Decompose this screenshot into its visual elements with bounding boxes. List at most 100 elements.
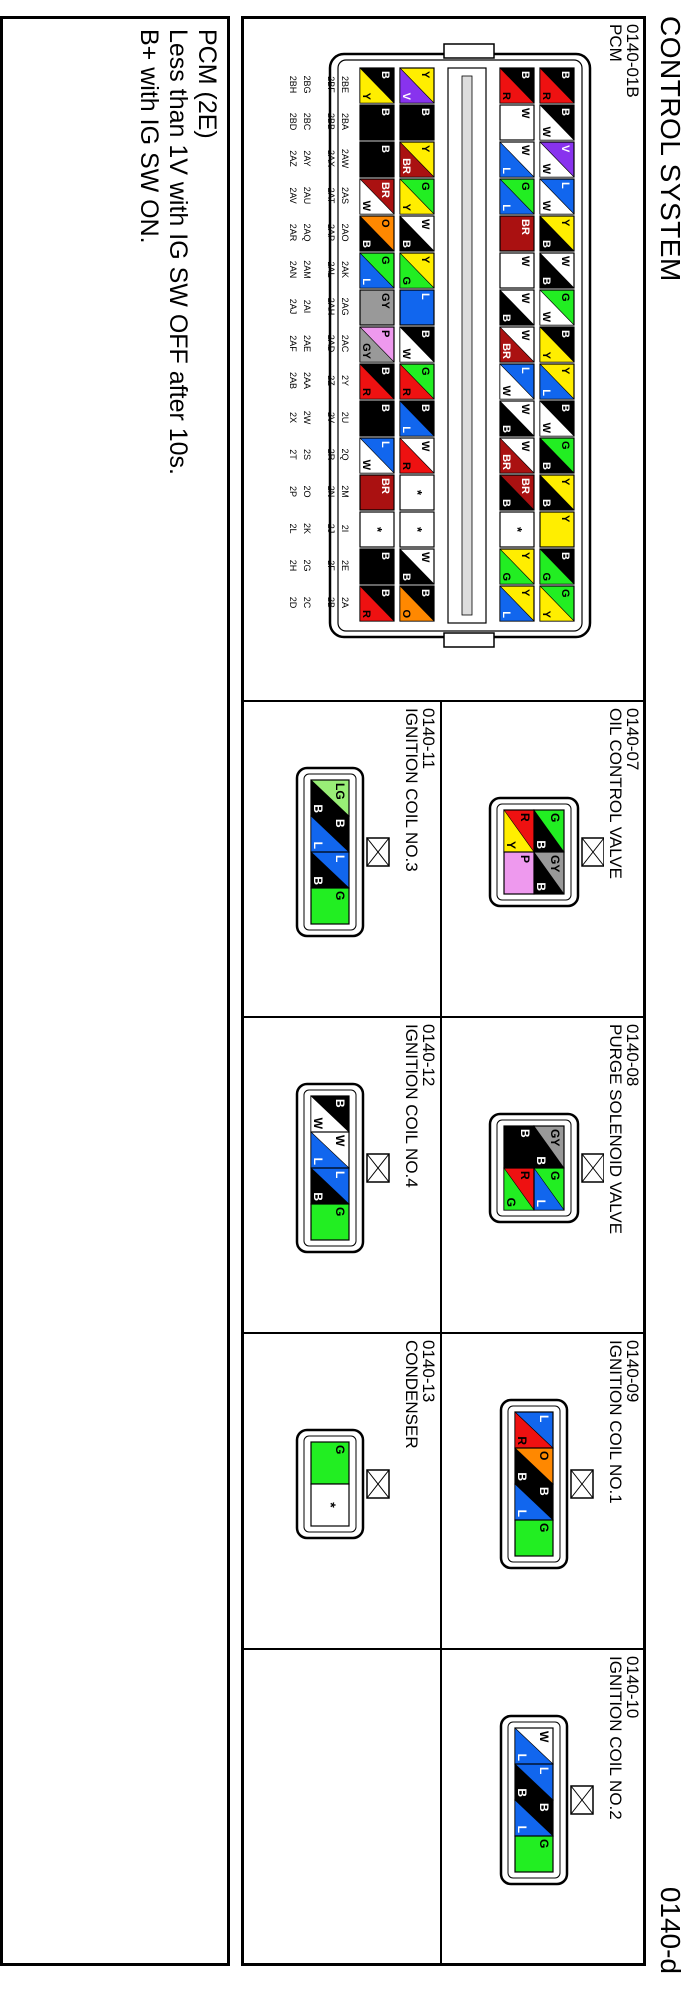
svg-text:B: B	[379, 367, 391, 375]
svg-text:B: B	[379, 589, 391, 597]
connector-housing-inner	[507, 1721, 561, 1879]
pin-cell: LB	[310, 851, 350, 889]
svg-text:G: G	[540, 572, 552, 581]
pin-cell: RG	[503, 1167, 535, 1211]
pin-label: 2AE	[302, 335, 312, 352]
connector-code: 0140-10	[623, 1656, 642, 1719]
pin-cell: P	[503, 851, 535, 895]
svg-text:L: L	[515, 1754, 529, 1761]
svg-text:L: L	[500, 167, 512, 174]
pin-cell: W	[499, 104, 535, 141]
pin-cell: B	[359, 400, 395, 437]
pin-cell: YL	[499, 585, 535, 622]
pin-cell: YV	[399, 67, 435, 104]
svg-text:W: W	[519, 256, 531, 267]
pcm-housing-inner	[337, 59, 583, 632]
svg-text:GY: GY	[548, 1129, 562, 1146]
svg-text:W: W	[311, 1118, 325, 1130]
svg-text:B: B	[379, 108, 391, 116]
pin-label: 2AK	[340, 261, 350, 278]
pin-label: 2C	[302, 597, 312, 609]
svg-text:B: B	[540, 240, 552, 248]
pin-cell: GYB	[533, 851, 565, 895]
svg-text:G: G	[537, 1839, 551, 1848]
svg-text:B: B	[379, 71, 391, 79]
pin-cell: WL	[514, 1727, 554, 1765]
svg-text:W: W	[540, 127, 552, 138]
connector-code: 0140-13	[419, 1340, 438, 1403]
svg-text:G: G	[537, 1523, 551, 1532]
svg-text:B: B	[500, 425, 512, 433]
pin-label: 2AI	[302, 300, 312, 314]
note-line: B+ with IG SW ON.	[135, 29, 163, 244]
connector-housing-inner	[303, 1435, 357, 1533]
svg-text:W: W	[537, 1731, 551, 1743]
pin-label: 2J	[326, 524, 336, 534]
pin-label: 2G	[302, 559, 312, 571]
svg-text:L: L	[537, 1767, 551, 1774]
svg-text:P: P	[379, 330, 391, 337]
pcm-connector-diagram: BRBWVWLWYBWBGWBYYLBWGBYBYBGGYBRWWLGLBRWW…	[288, 43, 592, 648]
svg-text:GY: GY	[360, 343, 372, 360]
pin-cell: WR	[399, 437, 435, 474]
svg-text:B: B	[419, 404, 431, 412]
connector-housing	[488, 796, 580, 908]
pcm-name: PCM	[606, 24, 625, 62]
pin-cell: B	[503, 1125, 535, 1169]
pin-cell: *	[359, 511, 395, 548]
pcm-latch	[443, 632, 495, 648]
pin-cell: GY	[539, 585, 575, 622]
svg-text:W: W	[400, 349, 412, 360]
svg-text:B: B	[537, 1487, 551, 1496]
connector-code: 0140-09	[623, 1340, 642, 1403]
connector-latch-mark	[366, 1153, 390, 1183]
svg-text:B: B	[540, 277, 552, 285]
svg-text:B: B	[333, 819, 347, 828]
svg-text:L: L	[311, 842, 325, 849]
pin-label: 2Q	[340, 448, 350, 460]
svg-text:LG: LG	[333, 783, 347, 800]
svg-text:W: W	[519, 330, 531, 341]
note-line: PCM (2E)	[193, 29, 221, 139]
pin-cell: BW	[539, 104, 575, 141]
svg-text:B: B	[515, 1472, 529, 1481]
svg-text:BR: BR	[500, 343, 512, 359]
connector-latch-mark	[570, 1785, 594, 1815]
pin-label: 2V	[326, 412, 336, 423]
svg-text:W: W	[419, 441, 431, 452]
pin-label: 2E	[340, 560, 350, 571]
pin-cell: BRB	[499, 474, 535, 511]
pin-cell: YB	[539, 474, 575, 511]
pin-label: 2A	[340, 597, 350, 608]
svg-text:G: G	[333, 1445, 347, 1454]
pin-label: 2Z	[326, 375, 336, 386]
svg-text:B: B	[540, 499, 552, 507]
pin-cell: BW	[399, 326, 435, 363]
pin-cell: YB	[539, 215, 575, 252]
connector-latch-mark	[366, 1469, 390, 1499]
svg-text:Y: Y	[540, 352, 552, 360]
connector-name: IGNITION COIL NO.1	[606, 1340, 625, 1504]
svg-text:Y: Y	[419, 256, 431, 264]
svg-text:W: W	[360, 460, 372, 471]
connector-housing	[499, 1714, 569, 1886]
svg-text:Y: Y	[559, 367, 571, 375]
pin-cell: GW	[539, 289, 575, 326]
svg-text:L: L	[500, 611, 512, 618]
svg-text:Y: Y	[400, 204, 412, 212]
pin-cell: BR	[499, 67, 535, 104]
svg-text:B: B	[559, 552, 571, 560]
svg-text:B: B	[534, 882, 548, 891]
pin-label: 2AO	[340, 223, 350, 241]
pin-label: 2AR	[288, 224, 298, 242]
pin-cell: G	[310, 1203, 350, 1241]
connector-latch-mark	[581, 837, 604, 867]
svg-text:L: L	[515, 1510, 529, 1517]
connector-name: IGNITION COIL NO.3	[402, 708, 421, 872]
svg-text:B: B	[400, 240, 412, 248]
